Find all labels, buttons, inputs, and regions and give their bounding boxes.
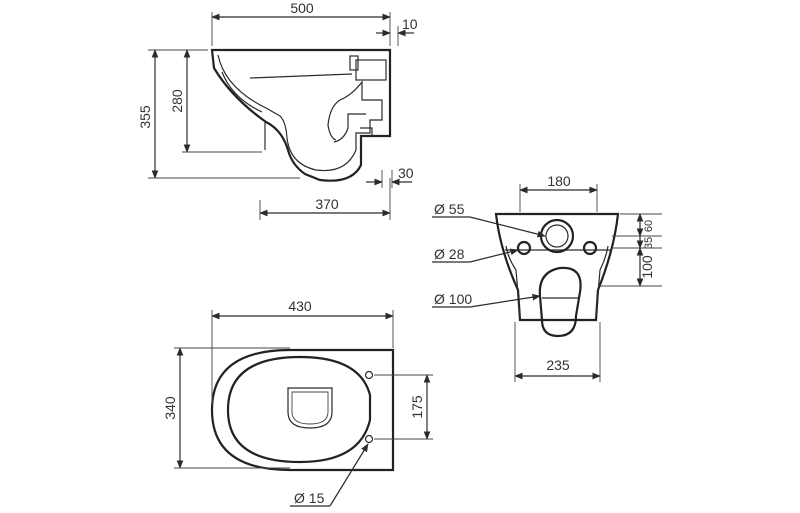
leader-dia-55-arrow [469,216,546,238]
dim-label-280: 280 [169,89,185,113]
dim-label-370: 370 [315,196,339,212]
dim-label-175: 175 [409,395,425,419]
rear-view-outlet [538,266,582,338]
dim-label-430: 430 [288,298,312,314]
rear-view-fixing-right [582,240,598,256]
rear-view-outline [494,212,620,322]
rear-view: 180 235 Ø 55 Ø 28 Ø 100 60 35 100 [432,173,662,382]
dim-label-355: 355 [137,105,153,129]
side-view-inner-wall [221,71,263,113]
dim-label-dia-28: Ø 28 [434,246,465,262]
dim-label-35: 35 [643,237,655,249]
leader-dia-15-arrow [329,443,369,507]
plan-view-bowl-opening-inner [291,391,329,425]
dim-label-10: 10 [402,16,418,32]
dim-label-30: 30 [398,165,414,181]
leader-dia-100-arrow [469,293,541,308]
rear-view-fixing-left [516,240,532,256]
side-view-inlet-inner [349,55,359,71]
plan-view-outline [210,348,395,472]
dim-label-dia-55: Ø 55 [434,201,465,217]
side-view-outline [210,48,392,182]
dim-label-340: 340 [162,396,178,420]
dim-label-dia-15: Ø 15 [294,490,325,506]
plan-view-fixing-hole-bottom [364,434,374,444]
dim-label-500: 500 [290,0,314,16]
side-view-inlet-box [355,59,387,81]
plan-view-seat-ring [226,355,372,464]
plan-view-bowl-opening [287,387,333,429]
side-view: 500 10 355 280 370 30 [137,0,418,220]
dim-label-180: 180 [547,173,571,189]
dim-label-235: 235 [546,357,570,373]
dim-label-dia-100: Ø 100 [434,291,472,307]
side-view-bowl-contour [217,54,383,172]
side-view-rim-line [249,73,353,79]
side-view-outlet-step [360,127,373,136]
plan-view-fixing-hole-top [364,370,374,380]
dim-label-100: 100 [639,255,655,279]
plan-view: 430 340 175 Ø 15 [162,298,433,507]
side-view-trap [333,113,366,143]
dim-label-60: 60 [643,220,655,232]
rear-view-inner-outline [505,245,609,319]
leader-dia-28-arrow [469,248,519,263]
rear-view-waste-inner [545,224,569,248]
